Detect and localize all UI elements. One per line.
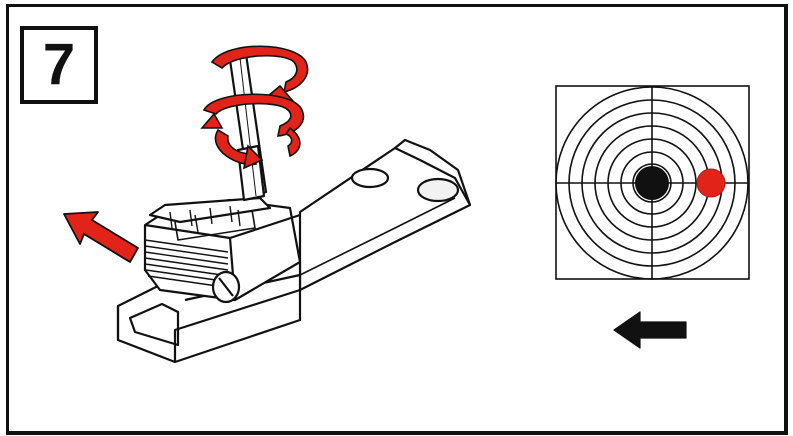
arrow-left-icon — [613, 311, 687, 349]
rear-sight-drawing — [116, 52, 472, 364]
arrow-up-left-icon — [63, 211, 139, 263]
step-number: 7 — [42, 32, 76, 97]
step-number-box: 7 — [20, 26, 98, 104]
impact-point-dot — [696, 168, 726, 198]
target-center-dot — [635, 166, 669, 200]
rotate-arrows-icon — [200, 45, 309, 170]
